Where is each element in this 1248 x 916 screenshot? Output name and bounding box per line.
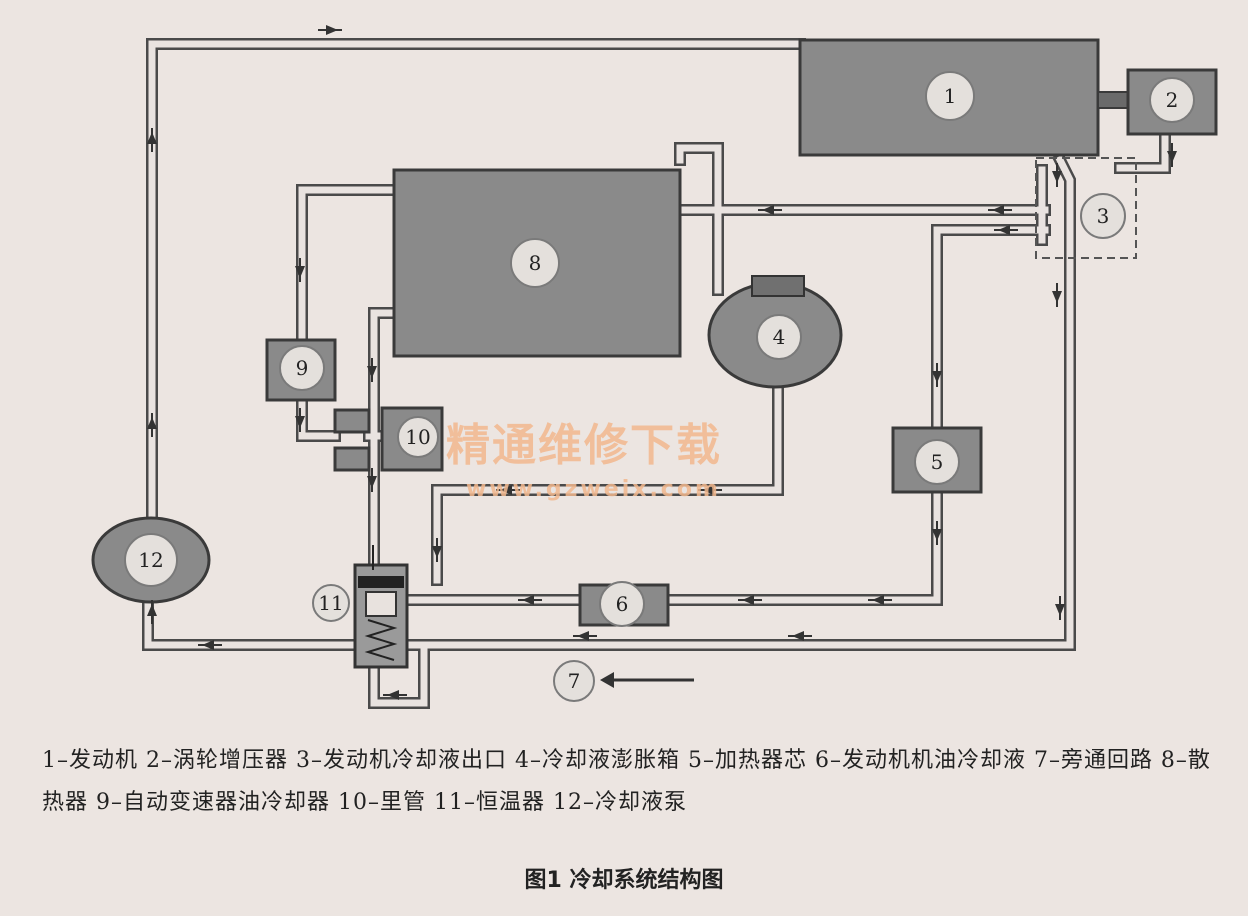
bypass-arrow-head (600, 672, 614, 688)
component-label-circle (756, 314, 802, 360)
pipe-segment-inner (676, 144, 722, 294)
flow-arrow-head (387, 690, 399, 700)
component-label-5: 5 (914, 439, 960, 485)
pipe-segment-inner (403, 155, 1074, 649)
coolant-outlet-housing (1035, 157, 1137, 259)
flow-arrow-head (147, 604, 157, 616)
flow-arrow-head (147, 132, 157, 144)
component-label-6: 6 (599, 581, 645, 627)
component-number: 1 (944, 84, 957, 108)
pipe-segment (1114, 128, 1171, 174)
flow-arrow-head (326, 25, 338, 35)
pipe-segment-inner (148, 40, 804, 524)
component-number: 3 (1097, 204, 1110, 228)
component-number: 5 (931, 450, 944, 474)
flow-arrow-head (522, 595, 534, 605)
component-number: 10 (405, 425, 430, 449)
component-number: 9 (296, 356, 309, 380)
flow-arrow-head (367, 366, 377, 378)
inner-tube-lower-block (333, 446, 371, 472)
component-label-circle (1080, 193, 1126, 239)
pipe-segment-inner (370, 641, 428, 707)
flow-arrow-head (1167, 151, 1177, 163)
pipe-segment-inner (298, 186, 398, 344)
component-number: 4 (773, 325, 786, 349)
pipe-segment-inner (664, 226, 1049, 604)
component-label-8: 8 (510, 238, 560, 288)
flow-arrow-head (202, 640, 214, 650)
component-number: 11 (318, 591, 343, 615)
flow-arrow-head (932, 529, 942, 541)
thermostat-element (365, 591, 397, 617)
watermark-title: 精通维修下载 (446, 420, 722, 471)
flow-arrow-head (577, 631, 589, 641)
component-number: 7 (568, 669, 581, 693)
flow-arrow-head (1052, 171, 1062, 183)
flow-arrow-head (147, 417, 157, 429)
pipe-segment-inner (433, 383, 782, 584)
component-label-1: 1 (925, 71, 975, 121)
pipe-segment (662, 224, 1051, 606)
component-label-circle (312, 584, 350, 622)
component-label-circle (1149, 77, 1195, 123)
component-label-9: 9 (279, 345, 325, 391)
component-label-circle (279, 345, 325, 391)
component-label-4: 4 (756, 314, 802, 360)
component-number: 12 (138, 548, 163, 572)
flow-arrow-head (295, 416, 305, 428)
flow-arrow-head (295, 266, 305, 278)
flow-arrow-head (792, 631, 804, 641)
flow-arrow-head (998, 225, 1010, 235)
flow-arrow-head (702, 485, 714, 495)
flow-arrow-head (1055, 604, 1065, 616)
component-label-circle (925, 71, 975, 121)
component-number: 2 (1166, 88, 1179, 112)
component-number: 6 (616, 592, 629, 616)
component-label-circle (124, 533, 178, 587)
component-label-circle (599, 581, 645, 627)
inner-tube-upper-block (333, 408, 371, 434)
component-label-circle (914, 439, 960, 485)
component-label-circle (510, 238, 560, 288)
thermostat-spring (364, 619, 398, 661)
component-label-10: 10 (397, 416, 439, 458)
flow-arrow-head (367, 476, 377, 488)
flow-arrow-head (742, 595, 754, 605)
component-label-2: 2 (1149, 77, 1195, 123)
figure-caption: 图1 冷却系统结构图 (524, 868, 724, 893)
watermark-url: www.gzweix.com (466, 477, 721, 502)
component-number: 8 (529, 251, 542, 275)
flow-arrow-head (432, 546, 442, 558)
flow-arrow-head (872, 595, 884, 605)
flow-arrow-head (500, 485, 512, 495)
component-label-7: 7 (553, 660, 595, 702)
flow-arrow-head (932, 371, 942, 383)
component-label-circle (553, 660, 595, 702)
pipe-segment (674, 142, 724, 296)
component-label-3: 3 (1080, 193, 1126, 239)
thermostat-valve (358, 576, 404, 588)
flow-arrow-head (992, 205, 1004, 215)
flow-arrow-head (762, 205, 774, 215)
expansion-tank-cap (751, 275, 805, 297)
pipe-segment-inner (298, 396, 339, 440)
component-label-11: 11 (312, 584, 350, 622)
component-label-circle (397, 416, 439, 458)
component-label-12: 12 (124, 533, 178, 587)
engine-turbo-connector (1097, 91, 1131, 109)
flow-arrow-head (1052, 291, 1062, 303)
legend-text: 1–发动机 2–涡轮增压器 3–发动机冷却液出口 4–冷却液澎胀箱 5–加热器芯… (42, 748, 1211, 815)
pipe-segment (296, 394, 341, 442)
flow-arrows (147, 25, 1177, 700)
